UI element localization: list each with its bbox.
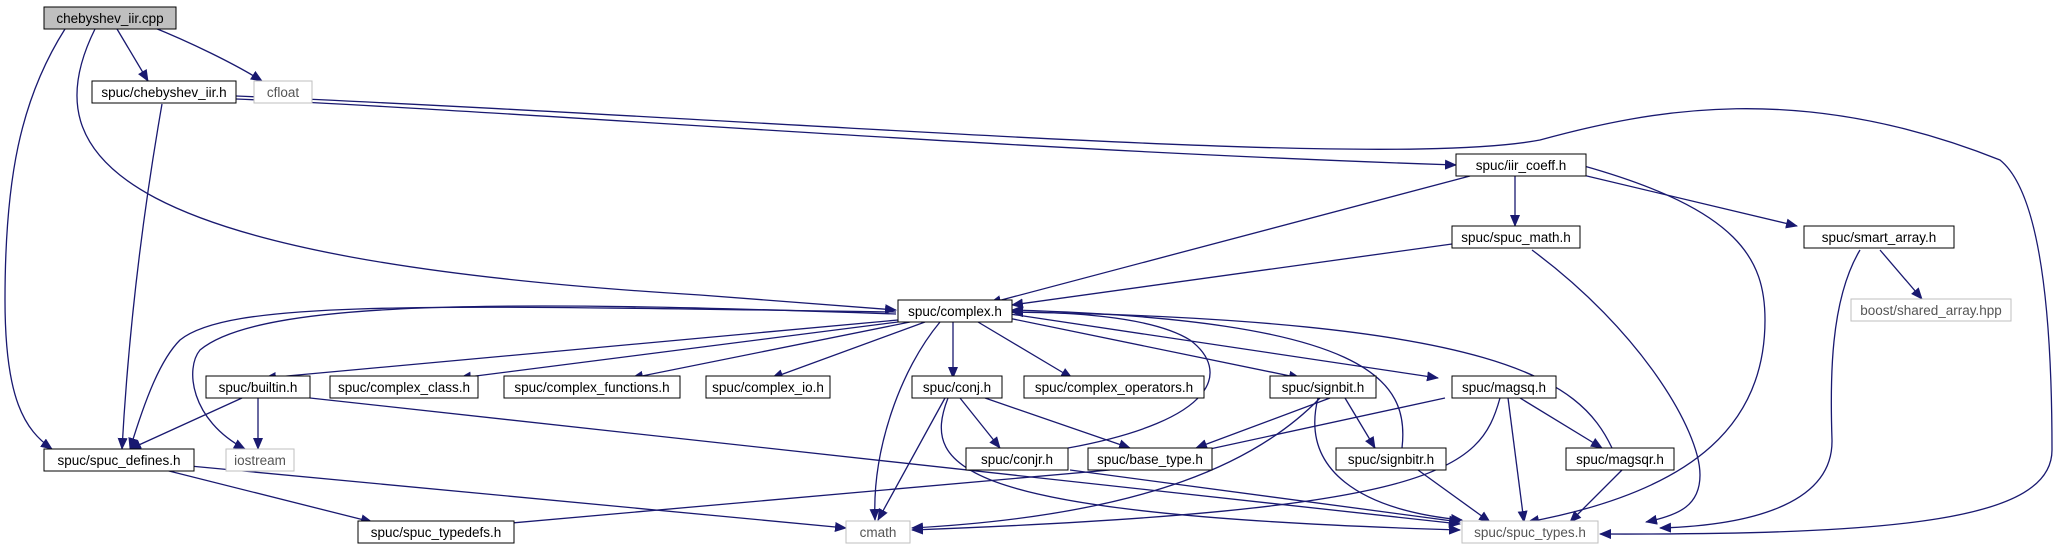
edge-chebyshev-iir-to-spuc-defines xyxy=(117,103,163,450)
node-smart-array[interactable]: spuc/smart_array.h xyxy=(1803,225,1955,249)
edge-complex-to-cmath xyxy=(869,321,941,521)
node-label: spuc/complex_functions.h xyxy=(514,380,669,395)
node-label: spuc/smart_array.h xyxy=(1822,230,1937,245)
edge-iir-coeff-to-complex xyxy=(989,175,1471,306)
edge-complex-to-signbit xyxy=(1007,317,1301,381)
node-label: spuc/magsqr.h xyxy=(1576,452,1664,467)
node-complex-functions[interactable]: spuc/complex_functions.h xyxy=(503,375,681,399)
edge-conj-to-base-type xyxy=(984,397,1131,450)
edge-smart-array-to-spuc-types xyxy=(1659,249,1861,533)
edge-root-to-spuc-defines xyxy=(4,28,66,450)
node-base-type[interactable]: spuc/base_type.h xyxy=(1087,447,1213,471)
node-label: spuc/complex_operators.h xyxy=(1035,380,1193,395)
edge-signbitr-to-complex xyxy=(1011,305,1404,449)
edge-complex-to-complex-operators xyxy=(977,321,1073,379)
edge-iir-coeff-to-smart-array xyxy=(1569,171,1798,229)
edge-signbitr-to-spuc-types xyxy=(1417,469,1491,523)
edge-complex-to-complex-functions xyxy=(631,321,911,381)
dependency-edges xyxy=(4,25,2053,540)
edge-conjr-to-spuc-types xyxy=(1069,469,1461,526)
edge-spuc-math-to-spuc-types xyxy=(1531,249,1701,525)
node-label: spuc/spuc_math.h xyxy=(1461,230,1571,245)
edge-chebyshev-iir-to-spuc-types xyxy=(235,95,2053,540)
edge-root-to-chebyshev-iir-h xyxy=(116,28,149,82)
edge-signbit-to-spuc-types xyxy=(1314,397,1463,524)
node-builtin[interactable]: spuc/builtin.h xyxy=(205,375,311,399)
edge-complex-to-spuc-defines xyxy=(128,306,897,450)
node-cfloat[interactable]: cfloat xyxy=(253,80,313,104)
edge-chebyshev-iir-to-iir-coeff xyxy=(235,98,1457,170)
node-complex-io[interactable]: spuc/complex_io.h xyxy=(705,375,831,399)
edge-root-to-cfloat xyxy=(149,25,263,82)
node-label: spuc/conj.h xyxy=(923,380,991,395)
node-label: spuc/signbitr.h xyxy=(1348,452,1434,467)
node-spuc-types[interactable]: spuc/spuc_types.h xyxy=(1461,520,1599,544)
edge-complex-to-complex-io xyxy=(771,321,926,379)
node-chebyshev-iir-h[interactable]: spuc/chebyshev_iir.h xyxy=(91,80,237,104)
node-label: iostream xyxy=(234,453,286,468)
edge-magsqr-to-complex xyxy=(1011,307,1613,449)
edge-complex-to-complex-class xyxy=(459,321,899,382)
edge-magsq-to-cmath xyxy=(911,397,1501,535)
node-signbit[interactable]: spuc/signbit.h xyxy=(1269,375,1377,399)
node-conjr[interactable]: spuc/conjr.h xyxy=(965,447,1069,471)
node-label: spuc/complex_class.h xyxy=(338,380,470,395)
node-label: cfloat xyxy=(267,85,300,100)
node-iir-coeff[interactable]: spuc/iir_coeff.h xyxy=(1455,153,1587,177)
node-magsq[interactable]: spuc/magsq.h xyxy=(1451,375,1557,399)
edge-conj-to-cmath xyxy=(877,397,946,521)
edge-base-type-to-spuc-typedefs xyxy=(454,469,1111,533)
edge-smart-array-to-shared-array xyxy=(1879,249,1923,300)
edge-conj-to-conjr xyxy=(959,397,1001,449)
node-conj[interactable]: spuc/conj.h xyxy=(911,375,1003,399)
node-label: spuc/spuc_defines.h xyxy=(57,453,180,468)
node-cmath[interactable]: cmath xyxy=(845,520,911,544)
node-spuc-defines[interactable]: spuc/spuc_defines.h xyxy=(43,448,195,472)
node-label: cmath xyxy=(860,525,897,540)
edge-complex-to-iostream xyxy=(192,305,897,450)
node-label: spuc/signbit.h xyxy=(1282,380,1365,395)
edge-builtin-to-spuc-defines xyxy=(129,397,243,450)
edge-signbit-to-base-type xyxy=(1195,397,1331,449)
edge-spuc-defines-to-cmath xyxy=(189,465,847,532)
node-label: spuc/conjr.h xyxy=(981,452,1053,467)
edge-iir-coeff-to-spuc-types xyxy=(1527,165,1766,525)
node-chebyshev-iir-cpp[interactable]: chebyshev_iir.cpp xyxy=(43,6,177,30)
edge-root-to-complex xyxy=(76,28,897,315)
node-label: boost/shared_array.hpp xyxy=(1860,303,2002,318)
node-label: spuc/iir_coeff.h xyxy=(1476,158,1567,173)
node-spuc-typedefs[interactable]: spuc/spuc_typedefs.h xyxy=(357,520,515,544)
edge-magsq-to-spuc-types xyxy=(1507,397,1528,523)
node-label: spuc/chebyshev_iir.h xyxy=(101,85,226,100)
edge-signbit-to-cmath xyxy=(911,397,1321,533)
edge-complex-to-builtin xyxy=(264,319,899,382)
node-complex-operators[interactable]: spuc/complex_operators.h xyxy=(1023,375,1205,399)
node-label: spuc/builtin.h xyxy=(219,380,298,395)
node-label: spuc/magsq.h xyxy=(1462,380,1546,395)
node-label: spuc/base_type.h xyxy=(1097,452,1203,467)
edge-magsq-to-base-type xyxy=(1195,397,1446,455)
edge-builtin-to-spuc-types xyxy=(309,397,1461,528)
node-complex-class[interactable]: spuc/complex_class.h xyxy=(329,375,479,399)
node-label: spuc/spuc_typedefs.h xyxy=(371,525,502,540)
edge-magsqr-to-spuc-types xyxy=(1569,469,1623,523)
edge-magsq-to-magsqr xyxy=(1519,397,1603,449)
edge-signbit-to-signbitr xyxy=(1344,397,1376,449)
node-iostream[interactable]: iostream xyxy=(225,448,295,472)
node-magsqr[interactable]: spuc/magsqr.h xyxy=(1565,447,1675,471)
node-shared-array-hpp[interactable]: boost/shared_array.hpp xyxy=(1850,298,2012,322)
edge-spuc-math-to-complex xyxy=(1011,243,1453,309)
node-label: spuc/complex_io.h xyxy=(712,380,824,395)
edge-conj-to-spuc-types xyxy=(940,397,1461,535)
node-label: spuc/spuc_types.h xyxy=(1474,525,1586,540)
node-complex-h[interactable]: spuc/complex.h xyxy=(897,299,1013,323)
node-label: chebyshev_iir.cpp xyxy=(56,11,163,26)
node-label: spuc/complex.h xyxy=(908,304,1002,319)
node-signbitr[interactable]: spuc/signbitr.h xyxy=(1335,447,1447,471)
edge-spuc-defines-to-spuc-typedefs xyxy=(164,469,373,525)
node-spuc-math[interactable]: spuc/spuc_math.h xyxy=(1451,225,1581,249)
edge-complex-to-magsq xyxy=(1009,313,1439,382)
